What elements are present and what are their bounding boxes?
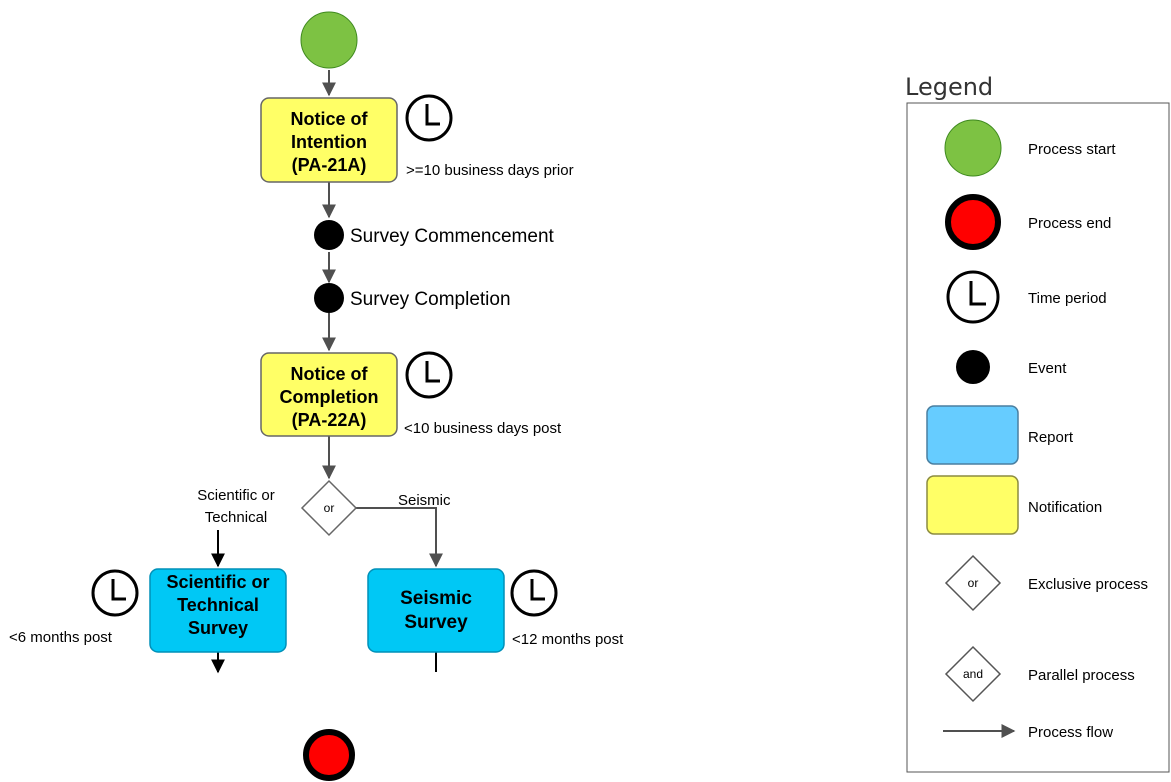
legend-exclusive-symbol (944, 554, 1002, 612)
gateway-diamond (300, 479, 358, 537)
legend-end-symbol (945, 194, 1001, 250)
notice-of-completion-timing: <10 business days post (404, 420, 562, 437)
clock-icon (510, 569, 558, 617)
scientific-technical-survey: Scientific or Technical Survey (149, 568, 287, 653)
clock-icon (405, 94, 453, 142)
clock-icon (946, 270, 1000, 324)
seismic-survey-line1: Seismic (400, 588, 472, 609)
legend-flow-label: Process flow (1028, 724, 1113, 741)
notice-of-intention-timing: >=10 business days prior (406, 162, 574, 179)
legend-parallel-symbol (944, 645, 1002, 703)
notice-of-intention-box (260, 97, 398, 183)
process-start-node (300, 11, 358, 69)
legend-notification-symbol (926, 475, 1019, 535)
seismic-survey-line2: Survey (404, 612, 468, 633)
legend-start-label: Process start (1028, 141, 1116, 158)
legend-report-symbol (926, 405, 1019, 465)
legend-title: Legend (905, 73, 993, 101)
legend-report-label: Report (1028, 429, 1074, 446)
notice-of-intention-line2: Intention (291, 132, 367, 152)
clock-icon (91, 569, 139, 617)
notice-of-completion-box (260, 352, 398, 437)
legend: Legend Process start Process end Time pe… (905, 73, 1170, 773)
process-end-node (303, 729, 355, 781)
seismic-survey: Seismic Survey (367, 568, 505, 653)
scientific-survey-timing: <6 months post (9, 629, 113, 646)
event-completion-dot (314, 283, 344, 313)
gateway-label: or (324, 501, 335, 515)
legend-event-symbol (956, 350, 990, 384)
seismic-survey-box (367, 568, 505, 653)
scientific-survey-line3: Survey (188, 618, 248, 638)
branch-scientific-label-line1: Scientific or (197, 487, 275, 504)
scientific-survey-line1: Scientific or (166, 572, 269, 592)
notice-of-completion-line1: Notice of (290, 364, 368, 384)
notice-of-completion: Notice of Completion (PA-22A) (260, 352, 398, 437)
notice-of-completion-line2: Completion (280, 387, 379, 407)
scientific-survey-box (149, 568, 287, 653)
connectors (211, 70, 443, 674)
legend-event-label: Event (1028, 360, 1067, 377)
legend-exclusive-symbol-text: or (968, 576, 979, 590)
branch-seismic-label: Seismic (398, 492, 451, 509)
legend-exclusive-label: Exclusive process (1028, 576, 1148, 593)
event-commencement-label: Survey Commencement (350, 226, 555, 247)
legend-parallel-label: Parallel process (1028, 667, 1135, 684)
clock-icon (405, 351, 453, 399)
notice-of-intention: Notice of Intention (PA-21A) (260, 97, 398, 183)
legend-parallel-symbol-text: and (963, 667, 983, 681)
notice-of-intention-line1: Notice of (290, 109, 368, 129)
legend-notification-label: Notification (1028, 499, 1102, 516)
event-completion-label: Survey Completion (350, 289, 511, 310)
seismic-survey-timing: <12 months post (512, 631, 624, 648)
notice-of-intention-line3: (PA-21A) (292, 155, 367, 175)
exclusive-gateway: or (300, 479, 358, 537)
notice-of-completion-line3: (PA-22A) (292, 410, 367, 430)
scientific-survey-line2: Technical (177, 595, 259, 615)
legend-start-symbol (944, 119, 1002, 177)
event-commencement-dot (314, 220, 344, 250)
legend-time-label: Time period (1028, 290, 1107, 307)
branch-scientific-label-line2: Technical (205, 509, 268, 526)
legend-end-label: Process end (1028, 215, 1111, 232)
flow-gateway-to-seismic (356, 507, 443, 568)
